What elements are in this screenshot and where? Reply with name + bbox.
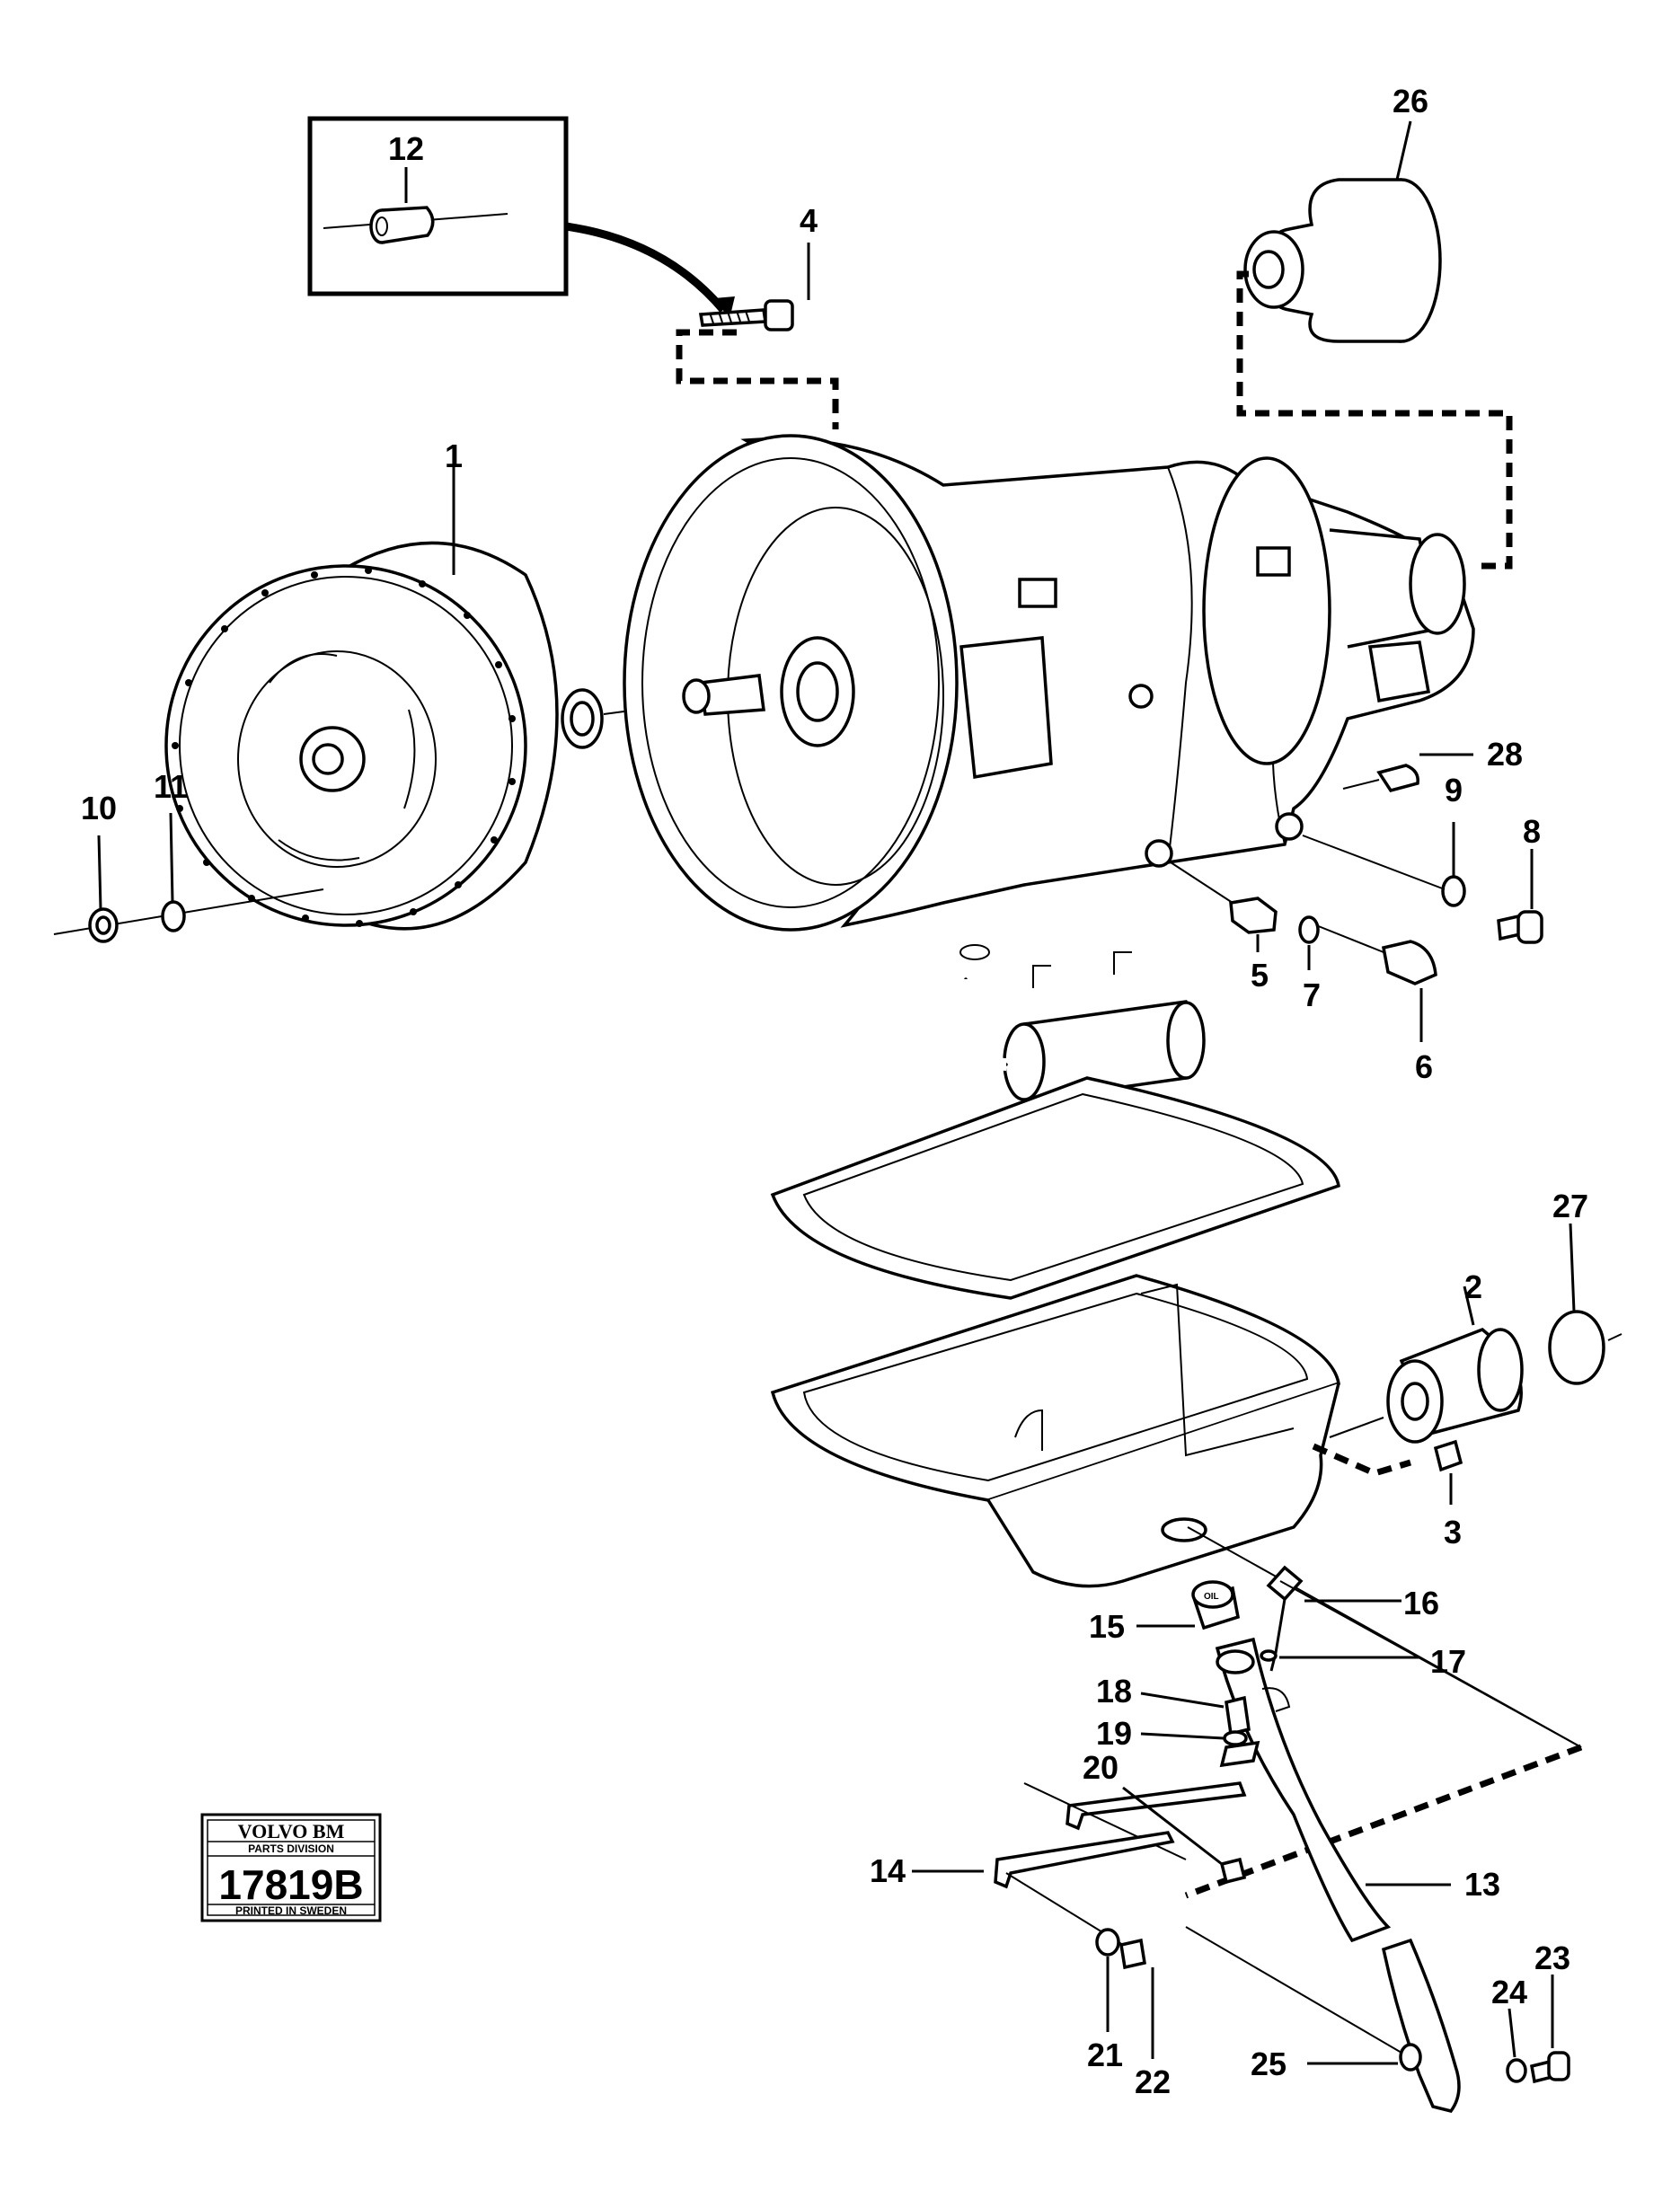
detail-inset-box	[307, 116, 735, 319]
callout-24: 24	[1491, 1974, 1527, 2010]
oil-cooler-tube	[959, 944, 1206, 1103]
callout-14: 14	[870, 1852, 906, 1889]
callout-3: 3	[1444, 1514, 1462, 1551]
callout-15: 15	[1089, 1608, 1125, 1645]
callout-9: 9	[1445, 772, 1463, 808]
seal-part-17	[1260, 1649, 1419, 1662]
filter-element-part-2	[1386, 1286, 1524, 1444]
transmission-housing	[623, 434, 1475, 932]
pan-gasket	[770, 1076, 1340, 1300]
oil-filler-cap-part-15: OIL	[1136, 1580, 1241, 1630]
callout-21: 21	[1087, 2037, 1123, 2073]
stamp-number: 17819B	[218, 1861, 363, 1908]
callout-28: 28	[1487, 736, 1523, 773]
callout-12: 12	[388, 130, 424, 167]
callout-11: 11	[154, 768, 188, 805]
seal-part-25	[1185, 1926, 1422, 2072]
elbow-part-6	[1315, 924, 1437, 1042]
washer-part-9	[1302, 822, 1466, 907]
adaptor-part-26	[1243, 120, 1442, 343]
bolt-part-23	[1529, 1975, 1570, 2084]
bolt-part-18	[1140, 1692, 1251, 1736]
callout-23: 23	[1534, 1939, 1570, 1976]
callout-25: 25	[1251, 2045, 1287, 2082]
callout-2: 2	[1464, 1268, 1482, 1305]
callout-4: 4	[800, 202, 818, 239]
parts-division-stamp: VOLVO BM PARTS DIVISION 17819B PRINTED I…	[200, 1813, 382, 1922]
washer-part-24	[1506, 2008, 1527, 2083]
nut-part-10	[88, 835, 119, 943]
callout-19: 19	[1096, 1715, 1132, 1752]
callout-8: 8	[1523, 813, 1541, 850]
o-ring-part-7	[1298, 915, 1320, 970]
fitting-part-28	[1342, 753, 1473, 793]
stamp-division: PARTS DIVISION	[248, 1842, 334, 1855]
washer-part-21	[1095, 1928, 1120, 2032]
bolt-part-4	[698, 243, 810, 331]
washer-part-11	[161, 812, 186, 932]
callout-26: 26	[1393, 83, 1428, 119]
seal-ring	[561, 688, 693, 749]
bracket-part-14	[912, 1831, 1175, 1946]
callout-22: 22	[1135, 2063, 1171, 2100]
filler-tube-part-13	[1215, 1637, 1461, 2113]
bolt-part-22	[1119, 1938, 1154, 2059]
callout-1: 1	[445, 437, 463, 474]
callout-18: 18	[1096, 1673, 1132, 1710]
stamp-footer: PRINTED IN SWEDEN	[235, 1904, 347, 1917]
callout-5: 5	[1251, 957, 1269, 994]
oil-pan	[770, 1274, 1340, 1588]
fitting-part-5	[1167, 860, 1278, 952]
o-ring-part-27	[1548, 1223, 1623, 1385]
torque-converter-part-1	[53, 467, 559, 935]
dipstick-part-16	[1266, 1565, 1401, 1672]
callout-20: 20	[1083, 1749, 1119, 1786]
bracket-part-20	[1023, 1740, 1260, 1885]
stamp-brand: VOLVO BM	[238, 1820, 345, 1842]
washer-part-19	[1140, 1730, 1248, 1746]
plug-part-3	[1433, 1439, 1463, 1505]
callout-13: 13	[1464, 1866, 1500, 1903]
callout-17: 17	[1430, 1643, 1466, 1680]
oil-cap-label: OIL	[1204, 1592, 1219, 1602]
callout-6: 6	[1415, 1048, 1433, 1085]
plug-part-8	[1497, 849, 1543, 944]
callout-labels: 1 2 3 4 5 6 7 8 9 10 11 12 13 14 15 16 1…	[81, 83, 1588, 2100]
callout-10: 10	[81, 790, 117, 826]
callout-16: 16	[1403, 1585, 1439, 1621]
callout-27: 27	[1552, 1188, 1588, 1224]
callout-7: 7	[1303, 976, 1321, 1013]
